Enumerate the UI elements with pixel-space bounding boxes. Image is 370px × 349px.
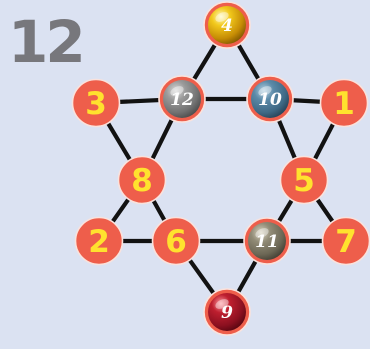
number-circle-right-side[interactable]: 5 <box>281 157 328 204</box>
circle-number: 3 <box>85 86 107 122</box>
ball-number: 12 <box>170 90 194 110</box>
ball-number: 10 <box>258 90 282 110</box>
circle-number: 2 <box>88 224 110 260</box>
ball-top-right-inner[interactable]: 10 <box>247 76 293 122</box>
ball-number: 4 <box>221 16 233 36</box>
ball-top-left-inner[interactable]: 12 <box>159 76 205 122</box>
number-circle-bottom-left-inner[interactable]: 6 <box>153 218 200 265</box>
number-circle-left-side[interactable]: 8 <box>119 157 166 204</box>
number-circle-right-bottom-tip[interactable]: 7 <box>323 218 370 265</box>
number-circle-left-top-tip[interactable]: 3 <box>73 80 120 127</box>
circle-number: 6 <box>165 224 187 260</box>
circle-number: 7 <box>335 224 357 260</box>
ball-bottom-tip[interactable]: 9 <box>204 289 250 335</box>
target-number: 12 <box>8 8 83 76</box>
ball-top-tip[interactable]: 4 <box>204 2 250 48</box>
circle-number: 8 <box>131 163 153 199</box>
ball-bottom-right-inner[interactable]: 11 <box>244 218 290 264</box>
circle-number: 5 <box>293 163 315 199</box>
number-circle-left-bottom-tip[interactable]: 2 <box>76 218 123 265</box>
ball-number: 9 <box>221 303 233 323</box>
number-circle-right-top-tip[interactable]: 1 <box>321 80 368 127</box>
ball-number: 11 <box>255 232 279 252</box>
circle-number: 1 <box>333 86 355 122</box>
